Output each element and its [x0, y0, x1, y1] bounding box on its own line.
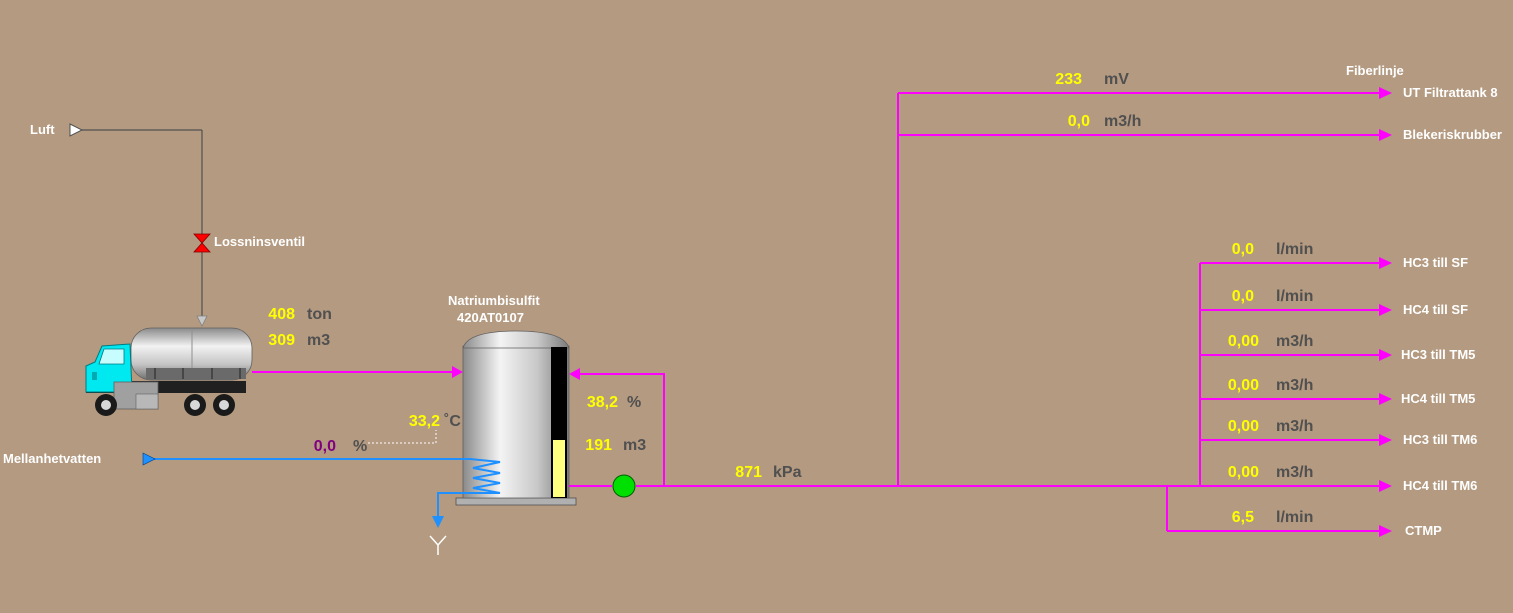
heating-value[interactable]: 0,0: [313, 438, 336, 455]
destination-name[interactable]: UT Filtrattank 8: [1403, 85, 1498, 100]
drain-icon: [429, 535, 447, 555]
tank-icon[interactable]: [455, 330, 577, 506]
pump-icon[interactable]: [612, 474, 636, 498]
heating-unit: %: [353, 438, 368, 455]
destination-unit: m3/h: [1276, 464, 1314, 481]
destination-name[interactable]: HC3 till TM5: [1401, 347, 1476, 362]
destination-value[interactable]: 0,00: [1227, 418, 1259, 435]
truck-volume-unit: m3: [307, 332, 331, 349]
water-inlet-arrow-icon: [142, 452, 156, 466]
arrow-left-icon: [569, 368, 580, 380]
destination-unit: m3/h: [1104, 113, 1142, 130]
air-inlet-arrow-icon: [69, 123, 84, 137]
destination-name[interactable]: HC4 till TM6: [1403, 478, 1478, 493]
tank-temperature-unit: ˚C: [444, 413, 461, 430]
air-line: [69, 123, 208, 327]
destination-unit: l/min: [1276, 288, 1314, 305]
mellanhetvatten-label: Mellanhetvatten: [3, 451, 102, 466]
arrow-right-icon: [1379, 304, 1392, 316]
destination-name[interactable]: HC4 till TM5: [1401, 391, 1476, 406]
lossninsventil-label: Lossninsventil: [214, 234, 306, 249]
arrow-right-icon: [1379, 87, 1392, 99]
air-outlet-arrow-icon: [196, 315, 208, 327]
tank-level-value[interactable]: 38,2: [586, 394, 618, 411]
temperature-connector: [368, 430, 437, 444]
arrow-right-icon: [1379, 434, 1392, 446]
destination-name[interactable]: HC3 till TM6: [1403, 432, 1478, 447]
destination-name[interactable]: CTMP: [1405, 523, 1442, 538]
fiberlinje-label: Fiberlinje: [1346, 63, 1404, 78]
recirculation-pipe: [569, 368, 665, 487]
destination-unit: m3/h: [1276, 377, 1314, 394]
destination-unit: m3/h: [1276, 418, 1314, 435]
arrow-right-icon: [1379, 480, 1392, 492]
pump-pressure-value[interactable]: 871: [735, 464, 762, 481]
tank-volume-unit: m3: [623, 437, 647, 454]
truck-volume-value[interactable]: 309: [268, 332, 295, 349]
truck-weight-value[interactable]: 408: [268, 306, 295, 323]
destination-name[interactable]: HC4 till SF: [1403, 302, 1469, 317]
tank-level-fill: [553, 440, 565, 497]
destination-value[interactable]: 0,00: [1227, 377, 1259, 394]
tank-tag-label: 420AT0107: [457, 310, 524, 325]
destination-value[interactable]: 0,00: [1227, 464, 1259, 481]
truck-to-tank-pipe: [252, 366, 463, 378]
lossninsventil-valve-icon[interactable]: [193, 233, 211, 253]
destination-unit: l/min: [1276, 509, 1314, 526]
arrow-right-icon: [1379, 257, 1392, 269]
arrow-right-icon: [1379, 129, 1392, 141]
tank-temperature-value[interactable]: 33,2: [408, 413, 440, 430]
destination-pipes: [898, 87, 1392, 537]
destination-value[interactable]: 0,0: [1231, 241, 1254, 258]
heating-coil-icon: [469, 458, 501, 494]
tank-volume-value[interactable]: 191: [585, 437, 612, 454]
destination-value[interactable]: 0,00: [1227, 333, 1259, 350]
destination-name[interactable]: HC3 till SF: [1403, 255, 1469, 270]
luft-label: Luft: [30, 122, 55, 137]
destination-value[interactable]: 6,5: [1231, 509, 1254, 526]
arrow-right-icon: [1379, 525, 1392, 537]
arrow-right-icon: [1379, 393, 1392, 405]
destination-value[interactable]: 233: [1055, 71, 1082, 88]
tanker-truck-icon[interactable]: [85, 327, 253, 416]
hot-water-line: [142, 452, 501, 555]
truck-weight-unit: ton: [307, 306, 332, 323]
destination-value[interactable]: 0,0: [1067, 113, 1090, 130]
tank-name-label: Natriumbisulfit: [448, 293, 540, 308]
destination-unit: mV: [1104, 71, 1129, 88]
arrow-right-icon: [1379, 349, 1392, 361]
tank-level-unit: %: [627, 394, 642, 411]
pump-pressure-unit: kPa: [773, 464, 802, 481]
destination-unit: l/min: [1276, 241, 1314, 258]
destination-name[interactable]: Blekeriskrubber: [1403, 127, 1502, 142]
destination-value[interactable]: 0,0: [1231, 288, 1254, 305]
arrow-right-icon: [452, 366, 463, 378]
destination-unit: m3/h: [1276, 333, 1314, 350]
